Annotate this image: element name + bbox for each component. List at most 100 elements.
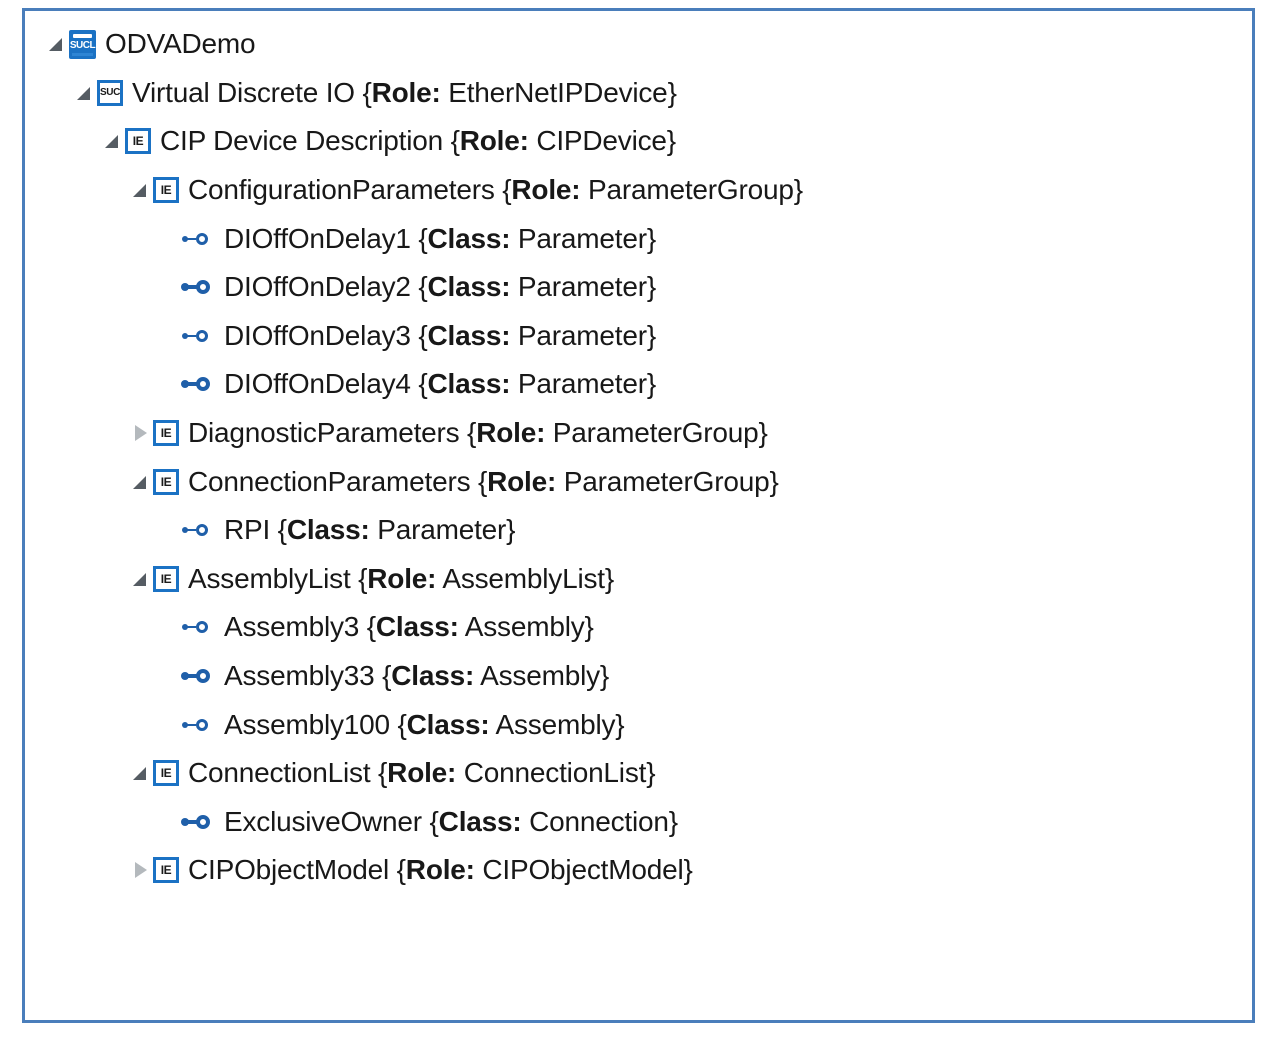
leaf-link (187, 237, 196, 240)
brace-open: { (421, 805, 439, 837)
tree-node-name: RPI (224, 514, 271, 546)
tree-node-name: ConfigurationParameters (188, 174, 495, 206)
tree-node-assemblylist[interactable]: IE AssemblyList {Role: AssemblyList} (25, 555, 1252, 604)
leaf-link (187, 723, 196, 726)
icon-label: SUCL (69, 39, 96, 51)
expander-collapse-icon[interactable] (71, 80, 97, 106)
brace-open: { (442, 125, 460, 157)
leaf-thin-icon (181, 616, 215, 638)
tree-node-dioffondelay2[interactable]: DIOffOnDelay2 {Class: Parameter} (25, 263, 1252, 312)
tree-node-odvademo[interactable]: SUCL ODVADemo (25, 20, 1252, 69)
tree-node-assembly33[interactable]: Assembly33 {Class: Assembly} (25, 652, 1252, 701)
leaf-ring (196, 621, 208, 634)
tree-node-label: DIOffOnDelay1 {Class: Parameter} (224, 222, 656, 254)
icon-label: IE (160, 863, 172, 878)
leaf-ring (196, 377, 210, 392)
brace-open: { (350, 562, 368, 594)
tree-node-name: ODVADemo (105, 28, 256, 60)
tree-node-dioffondelay3[interactable]: DIOffOnDelay3 {Class: Parameter} (25, 312, 1252, 361)
tree-node-dioffondelay4[interactable]: DIOffOnDelay4 {Class: Parameter} (25, 360, 1252, 409)
expander-placeholder (155, 663, 181, 689)
brace-open: { (410, 222, 428, 254)
expander-collapse-icon[interactable] (99, 128, 125, 154)
tree-node-label: AssemblyList {Role: AssemblyList} (188, 562, 614, 594)
expander-expand-icon[interactable] (127, 420, 153, 446)
expander-collapse-icon[interactable] (127, 566, 153, 592)
tree-node-attr-value: CIPDevice (536, 125, 667, 157)
tree-node-label: ConnectionParameters {Role: ParameterGro… (188, 465, 779, 497)
tree-node-attr-key: Class: (427, 319, 511, 351)
brace-open: { (410, 319, 428, 351)
tree-node-label: ConnectionList {Role: ConnectionList} (188, 757, 656, 789)
tree-node-exclusiveowner[interactable]: ExclusiveOwner {Class: Connection} (25, 798, 1252, 847)
brace-open: { (459, 417, 477, 449)
brace-close: } (666, 125, 676, 157)
tree-node-name: DIOffOnDelay3 (224, 319, 411, 351)
brace-open: { (470, 465, 488, 497)
tree-node-attr-value: ParameterGroup (563, 465, 770, 497)
tree-node-attr-key: Class: (406, 708, 490, 740)
sucl-filled-icon: SUCL (69, 29, 96, 59)
ie-box-icon: IE (153, 420, 179, 447)
leaf-ring (196, 669, 210, 684)
tree-node-attr-key: Role: (459, 125, 529, 157)
leaf-link (187, 674, 198, 679)
expander-collapse-icon[interactable] (127, 177, 153, 203)
expander-collapse-icon[interactable] (127, 469, 153, 495)
icon-label: IE (160, 474, 172, 489)
brace-open: { (370, 757, 388, 789)
expander-collapse-icon[interactable] (43, 31, 69, 57)
tree-node-attr-value: EtherNetIPDevice (448, 76, 668, 108)
icon-label: IE (160, 571, 172, 586)
tree-node-rpi[interactable]: RPI {Class: Parameter} (25, 506, 1252, 555)
brace-close: } (769, 465, 779, 497)
tree-node-attr-key: Class: (375, 611, 459, 643)
leaf-ring (196, 524, 208, 537)
tree-node-attr-key: Class: (391, 660, 475, 692)
brace-close: } (646, 757, 656, 789)
brace-open: { (494, 174, 512, 206)
expander-expand-icon[interactable] (127, 857, 153, 883)
tree-node-attr-key: Class: (427, 271, 511, 303)
tree-node-dioffondelay1[interactable]: DIOffOnDelay1 {Class: Parameter} (25, 214, 1252, 263)
tree-node-connectionparameters[interactable]: IE ConnectionParameters {Role: ParameterG… (25, 457, 1252, 506)
tree-node-label: Assembly33 {Class: Assembly} (224, 661, 609, 691)
tree-node-attr-value: Assembly (464, 611, 585, 643)
icon-label: IE (132, 134, 144, 149)
tree-node-name: DIOffOnDelay1 (224, 222, 411, 254)
leaf-ring (196, 329, 208, 342)
tree-node-assembly100[interactable]: Assembly100 {Class: Assembly} (25, 700, 1252, 749)
brace-close: } (793, 174, 803, 206)
leaf-thin-icon (181, 228, 215, 250)
suc-box-icon: SUC (97, 79, 123, 106)
leaf-thick-icon (181, 373, 215, 395)
tree-node-name: AssemblyList (188, 562, 351, 594)
leaf-thick-icon (181, 276, 215, 298)
leaf-dot (182, 624, 188, 631)
expander-placeholder (155, 809, 181, 835)
leaf-dot (182, 721, 188, 728)
tree-node-name: DIOffOnDelay2 (224, 271, 411, 303)
brace-close: } (584, 611, 594, 643)
brace-close: } (646, 222, 656, 254)
expander-collapse-icon[interactable] (127, 760, 153, 786)
leaf-ring (196, 280, 210, 295)
leaf-thick-icon (181, 665, 215, 687)
tree-node-name: CIPObjectModel (188, 854, 390, 886)
tree-node-name: Assembly100 (224, 708, 390, 740)
tree-node-label: RPI {Class: Parameter} (224, 514, 516, 546)
tree-node-assembly3[interactable]: Assembly3 {Class: Assembly} (25, 603, 1252, 652)
tree-node-label: DIOffOnDelay4 {Class: Parameter} (224, 369, 656, 399)
tree-node-attr-value: Connection (529, 805, 669, 837)
leaf-ring (196, 718, 208, 731)
tree-node-attr-value: Parameter (377, 514, 507, 546)
tree-node-name: ConnectionParameters (188, 465, 471, 497)
tree-node-name: ExclusiveOwner (224, 805, 422, 837)
